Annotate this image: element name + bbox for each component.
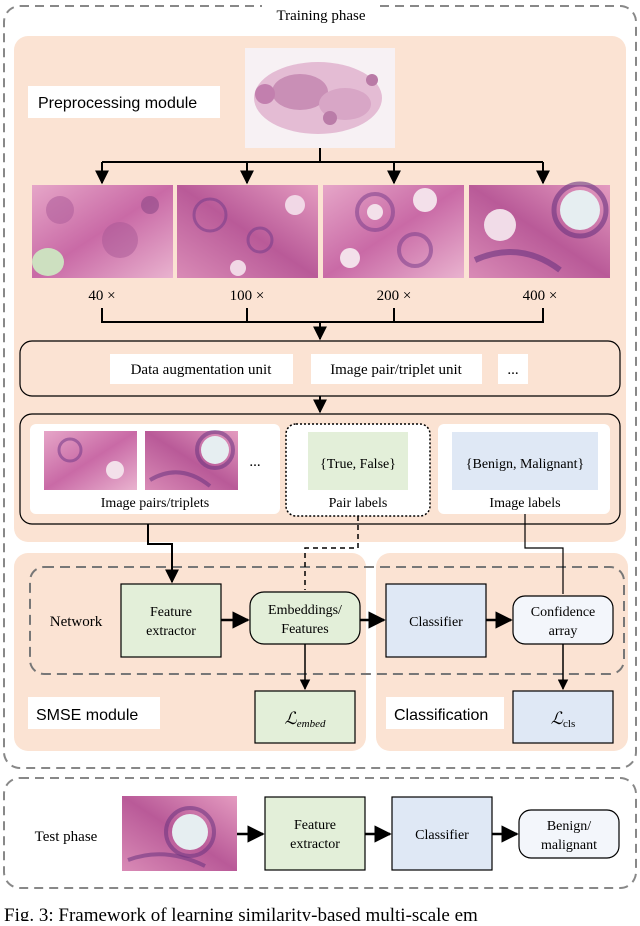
patch-100x [177,185,318,278]
test-classifier-label: Classifier [415,828,469,843]
network-frame [29,566,625,675]
image-pairs-caption: Image pairs/triplets [101,496,209,511]
classifier-label: Classifier [409,615,463,630]
preprocessing-label-box [28,86,220,118]
test-output-box [518,809,620,859]
embeddings-line1: Embeddings/ [268,603,342,618]
smse-module-label: SMSE module [36,707,138,724]
test-feature-extractor-line1: Feature [294,818,336,833]
patch-40x [32,185,173,278]
mag-label-40: 40 × [88,288,115,304]
patch-400x [469,181,610,278]
classifier-box [385,583,487,658]
mag-label-400: 400 × [523,288,558,304]
test-phase-frame [3,777,637,889]
test-classifier-box [391,796,493,871]
pair-image-1 [44,431,137,490]
classification-module-label: Classification [394,707,488,724]
embed-loss: ℒembed [285,709,326,730]
test-output-line1: Benign/ [547,819,591,834]
units-more: ... [507,362,518,378]
pair-image-2 [145,430,238,490]
embed-loss-box [254,690,356,744]
image-pair-triplet-unit: Image pair/triplet unit [330,362,462,378]
feature-extractor-box [120,583,222,658]
pairs-more: ... [249,454,260,470]
whole-slide-image [245,48,395,148]
mag-label-200: 200 × [377,288,412,304]
training-phase-title: Training phase [276,8,365,24]
network-label: Network [50,614,103,630]
test-output-line2: malignant [541,838,597,853]
data-augmentation-unit: Data augmentation unit [131,362,273,378]
confidence-line2: array [549,624,578,639]
pair-labels-value: {True, False} [320,457,396,472]
test-feature-extractor-box [264,796,366,871]
cls-loss: ℒcls [551,709,575,730]
figure-caption: Fig. 3: Framework of learning similarity… [4,905,478,921]
cls-loss-box [512,690,614,744]
preprocessing-label: Preprocessing module [38,95,197,112]
test-feature-extractor-line2: extractor [290,837,340,852]
embeddings-line2: Features [281,622,328,637]
image-labels-value: {Benign, Malignant} [466,457,584,472]
image-labels-caption: Image labels [489,496,560,511]
pair-labels-caption: Pair labels [329,496,388,511]
confidence-line1: Confidence [531,605,596,620]
test-phase-label: Test phase [35,829,98,845]
test-image [122,796,237,871]
patch-200x [323,185,464,278]
mag-label-100: 100 × [230,288,265,304]
feature-extractor-line2: extractor [146,624,196,639]
feature-extractor-line1: Feature [150,605,192,620]
